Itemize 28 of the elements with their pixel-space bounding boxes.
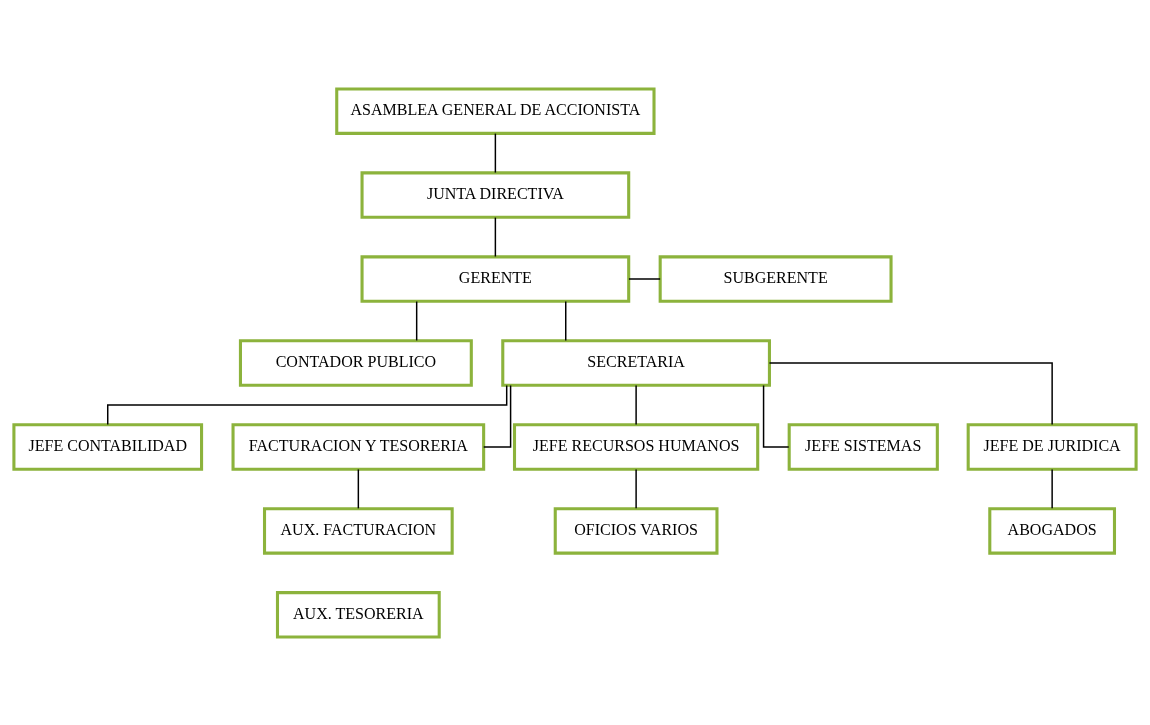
node-box: JEFE CONTABILIDAD — [12, 422, 204, 471]
node-box: SUBGERENTE — [658, 254, 893, 303]
connector — [762, 384, 790, 448]
node-box: AUX. TESORERIA — [275, 590, 441, 639]
node-box: FACTURACION Y TESORERIA — [231, 422, 486, 471]
node-box: JEFE RECURSOS HUMANOS — [512, 422, 760, 471]
connector — [635, 384, 637, 425]
connector — [494, 132, 497, 173]
connector — [565, 300, 567, 341]
node-box: ABOGADOS — [988, 506, 1117, 555]
node-box: JEFE DE JURIDICA — [966, 422, 1138, 471]
node-box: JUNTA DIRECTIVA — [360, 170, 631, 219]
connector — [635, 468, 637, 509]
connector — [768, 361, 1053, 425]
connector — [628, 277, 661, 280]
node-box: ASAMBLEA GENERAL DE ACCIONISTA — [335, 86, 656, 135]
connector — [107, 384, 508, 425]
node-box: SECRETARIA — [501, 338, 771, 387]
connector — [494, 216, 497, 257]
connector — [483, 384, 512, 448]
connector — [415, 300, 418, 341]
connector — [1051, 468, 1053, 509]
node-box: OFICIOS VARIOS — [553, 506, 719, 555]
node-box: CONTADOR PUBLICO — [238, 338, 473, 387]
node-box: GERENTE — [360, 254, 631, 303]
node-box: AUX. FACTURACION — [262, 506, 454, 555]
connector — [357, 468, 360, 509]
node-box: JEFE SISTEMAS — [787, 422, 939, 471]
